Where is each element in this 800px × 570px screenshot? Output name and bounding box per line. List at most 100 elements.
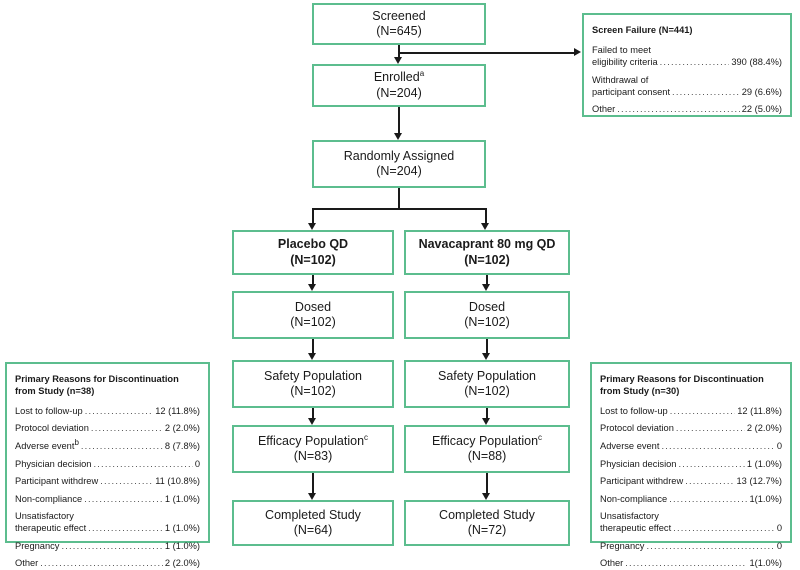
node-placebo-completed-label: Completed Study — [265, 507, 361, 522]
leader-dots: ...................................... — [672, 86, 740, 97]
leader-dots: ........................................… — [90, 423, 163, 434]
node-placebo-dosed: Dosed (N=102) — [232, 291, 394, 339]
node-placebo-completed: Completed Study (N=64) — [232, 500, 394, 546]
node-navacaprant-efficacy-label: Efficacy Populationc — [431, 432, 543, 448]
arrowhead-randomized — [393, 133, 402, 140]
row-value: 2 (2.0%) — [164, 558, 200, 569]
row-value: 2 (2.0%) — [164, 423, 200, 434]
leader-dots: ........................................… — [625, 558, 747, 569]
row-label: Other — [600, 558, 624, 569]
consort-flow-diagram: Screened (N=645) Enrolleda (N=204) Rando… — [5, 3, 792, 568]
discontinuation-row: Physician decision .....................… — [15, 458, 200, 470]
row-value: 2 (2.0%) — [746, 423, 782, 434]
row-label-line2-wrap: therapeutic effect .....................… — [15, 523, 200, 534]
discontinuation-panel-navacaprant: Primary Reasons for Discontinuation from… — [590, 362, 792, 568]
node-enrolled-count: (N=204) — [376, 85, 422, 100]
discontinuation-row: Non-compliance .........................… — [15, 493, 200, 505]
node-navacaprant-dosed: Dosed (N=102) — [404, 291, 570, 339]
row-value: 22 (5.0%) — [741, 104, 782, 115]
discontinuation-placebo-title: Primary Reasons for Discontinuation from… — [15, 374, 179, 396]
leader-dots: ...................................... — [659, 56, 730, 67]
connector-placebo-arm-to-dosed — [312, 275, 314, 284]
footnote-marker-a: a — [419, 69, 425, 79]
connector-screened-to-screenfailure — [398, 52, 574, 54]
row-value: 1(1.0%) — [749, 558, 782, 569]
discontinuation-row: Participant withdrew ...................… — [15, 475, 200, 487]
leader-dots: ........................................… — [88, 523, 163, 534]
node-placebo-completed-count: (N=64) — [293, 523, 333, 537]
row-label: Non-compliance — [15, 493, 83, 504]
node-navacaprant-safety-label: Safety Population — [438, 368, 536, 383]
leader-dots: ........................................… — [673, 523, 775, 534]
row-value: 390 (88.4%) — [731, 56, 782, 67]
screen-failure-title: Screen Failure (N=441) — [592, 25, 693, 35]
connector-placebo-safety-to-efficacy — [312, 408, 314, 418]
discontinuation-row: Non-compliance .........................… — [600, 493, 782, 505]
row-value: 11 (10.8%) — [155, 476, 200, 487]
discontinuation-row: Other ..................................… — [600, 557, 782, 569]
node-placebo-safety-label: Safety Population — [264, 368, 362, 383]
row-value: 0 — [776, 523, 782, 534]
leader-dots: ........................................… — [661, 440, 775, 451]
node-screened-count: (N=645) — [376, 24, 422, 38]
row-value: 29 (6.6%) — [741, 86, 782, 97]
discontinuation-row: Adverse eventb .........................… — [15, 437, 200, 452]
node-placebo-arm-count: (N=102) — [290, 252, 336, 267]
node-placebo-efficacy: Efficacy Populationc (N=83) — [232, 425, 394, 473]
row-value: 0 — [776, 440, 782, 451]
discontinuation-row: Adverse event ..........................… — [600, 440, 782, 452]
arrowhead-navacaprant-completed — [481, 493, 490, 500]
node-randomized-count: (N=204) — [376, 164, 422, 178]
discontinuation-row: Unsatisfactory therapeutic effect ......… — [15, 510, 200, 534]
node-navacaprant-arm-label: Navacaprant 80 mg QD — [418, 237, 556, 252]
row-label-line1: Failed to meet — [592, 44, 651, 55]
arrowhead-navacaprant-safety — [481, 353, 490, 360]
leader-dots: ........................................… — [617, 104, 739, 115]
node-navacaprant-arm-count: (N=102) — [464, 252, 510, 267]
row-label-line2-wrap: eligibility criteria ...................… — [592, 56, 782, 67]
connector-placebo-dosed-to-safety — [312, 339, 314, 353]
node-navacaprant-safety-count: (N=102) — [464, 384, 510, 398]
row-label: Adverse eventb — [15, 437, 79, 451]
screen-failure-panel: Screen Failure (N=441) Failed to meet el… — [582, 13, 792, 117]
screen-failure-rows: Failed to meet eligibility criteria ....… — [592, 44, 782, 115]
arrowhead-screenfailure — [574, 48, 581, 56]
discontinuation-row: Lost to follow-up ......................… — [600, 405, 782, 417]
node-screened-label: Screened — [372, 8, 426, 23]
arrowhead-navacaprant-arm — [480, 223, 489, 230]
node-navacaprant-completed-count: (N=72) — [467, 523, 507, 537]
discontinuation-navacaprant-rows: Lost to follow-up ......................… — [600, 405, 782, 570]
row-label: Non-compliance — [600, 493, 668, 504]
leader-dots: ........................................… — [669, 405, 736, 416]
node-navacaprant-completed: Completed Study (N=72) — [404, 500, 570, 546]
node-navacaprant-efficacy-count: (N=88) — [467, 449, 507, 463]
arrowhead-placebo-dosed — [307, 284, 316, 291]
connector-screened-down — [398, 52, 400, 57]
node-placebo-safety: Safety Population (N=102) — [232, 360, 394, 408]
node-placebo-efficacy-label: Efficacy Populationc — [257, 432, 369, 448]
row-label: Physician decision — [15, 458, 92, 469]
leader-dots: ........................................… — [678, 458, 744, 469]
connector-placebo-efficacy-to-completed — [312, 473, 314, 493]
leader-dots: ........................................… — [669, 493, 748, 504]
row-label-line2-wrap: therapeutic effect .....................… — [600, 523, 782, 534]
row-label: Participant withdrew — [600, 476, 684, 487]
leader-dots: ........................................… — [84, 405, 154, 416]
discontinuation-navacaprant-title: Primary Reasons for Discontinuation from… — [600, 374, 764, 396]
connector-enrolled-to-randomized — [398, 107, 400, 133]
row-value: 12 (11.8%) — [155, 405, 200, 416]
leader-dots: ........................................… — [84, 493, 163, 504]
discontinuation-row: Protocol deviation .....................… — [15, 422, 200, 434]
row-label: Other — [592, 104, 616, 115]
arrowhead-placebo-completed — [307, 493, 316, 500]
leader-dots: ........................................… — [80, 440, 163, 451]
screen-failure-row: Withdrawal of participant consent ......… — [592, 74, 782, 98]
screen-failure-row: Other ..................................… — [592, 103, 782, 115]
node-navacaprant-dosed-count: (N=102) — [464, 315, 510, 329]
node-navacaprant-safety: Safety Population (N=102) — [404, 360, 570, 408]
discontinuation-placebo-rows: Lost to follow-up ......................… — [15, 405, 200, 570]
row-label-line1: Unsatisfactory — [600, 511, 659, 522]
row-value: 1(1.0%) — [749, 493, 782, 504]
footnote-marker-c: c — [364, 432, 369, 442]
node-placebo-arm-label: Placebo QD — [277, 237, 349, 252]
